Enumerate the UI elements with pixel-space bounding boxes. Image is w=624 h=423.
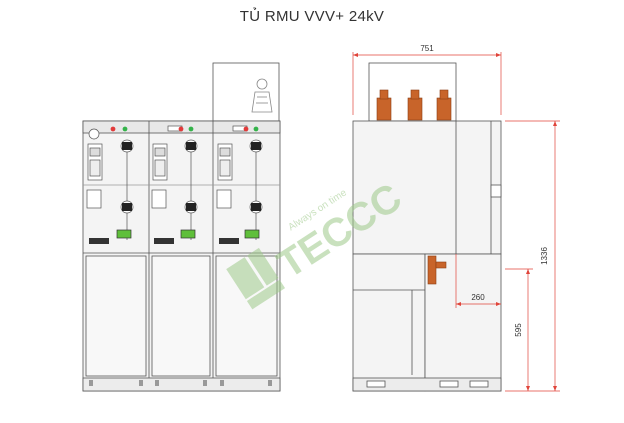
dim-width-label: 751 [420, 44, 434, 53]
dim-height-label: 1336 [540, 247, 549, 265]
indicator-green [122, 126, 128, 132]
teccc-logo-mark [226, 247, 286, 310]
side-cabinet-upper [352, 120, 502, 255]
gauge-icon [88, 128, 100, 140]
top-bushings [376, 89, 452, 121]
front-panel-unit-3 [216, 125, 272, 386]
indicator-red [178, 126, 184, 132]
indicator-red [243, 126, 249, 132]
top-insulator-icon [251, 78, 273, 113]
side-bushing [427, 255, 447, 285]
indicator-green [188, 126, 194, 132]
dimension-lines [352, 52, 560, 392]
indicator-red [110, 126, 116, 132]
dim-depth-label: 260 [471, 293, 485, 302]
front-view [82, 62, 281, 392]
side-cabinet-lower-left [352, 253, 426, 392]
front-panel-unit-1 [86, 126, 143, 386]
side-cabinet-lower-right [424, 253, 502, 392]
front-panel-unit-2 [151, 125, 207, 386]
diagram-title: TỦ RMU VVV+ 24kV [239, 8, 385, 25]
dim-lower-height-label: 595 [514, 323, 523, 337]
indicator-green [253, 126, 259, 132]
